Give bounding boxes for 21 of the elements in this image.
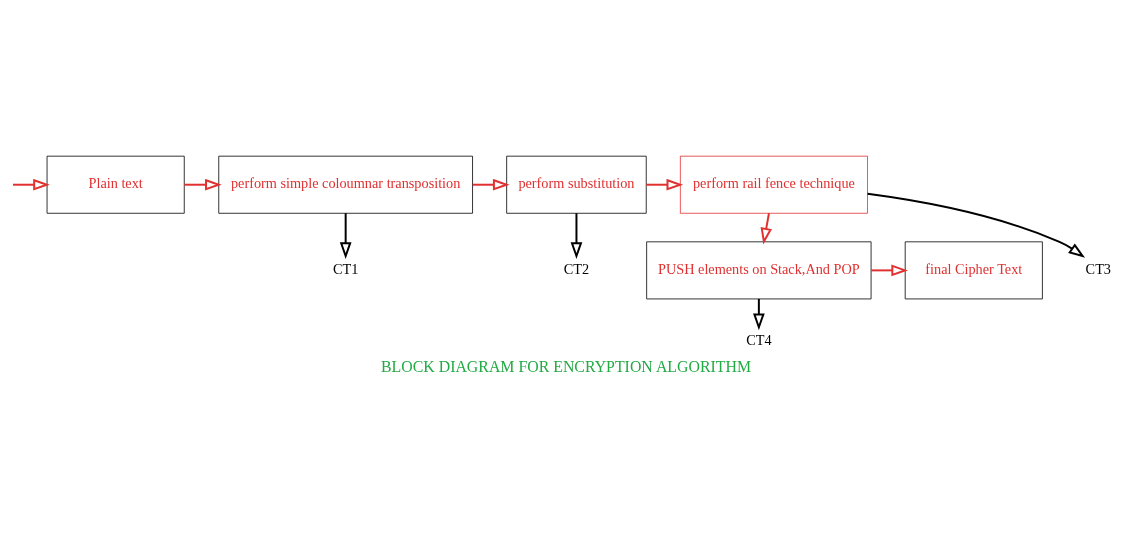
node-box: perform simple coloumnar transposition (218, 155, 473, 214)
arrow (471, 178, 510, 191)
arrow (339, 212, 352, 259)
arrow (760, 212, 773, 245)
arrow (183, 178, 222, 191)
arrow (570, 212, 583, 259)
arrow (645, 178, 684, 191)
arrow (753, 297, 765, 331)
node-box: final Cipher Text (904, 241, 1043, 300)
node-text: CT1 (332, 260, 359, 277)
caption: BLOCK DIAGRAM FOR ENCRYPTION ALGORITHM (380, 357, 752, 375)
node-text: CT2 (563, 260, 590, 277)
node-text: CT3 (1085, 260, 1111, 277)
node-box: Plain text (46, 155, 185, 214)
arrow (870, 264, 909, 277)
arrow (866, 192, 1086, 258)
arrow (11, 178, 50, 191)
node-text: CT4 (746, 332, 772, 349)
node-box: perform substitution (506, 155, 647, 214)
node-box: PUSH elements on Stack,And POP (646, 241, 872, 300)
node-box: perform rail fence technique (679, 155, 868, 214)
